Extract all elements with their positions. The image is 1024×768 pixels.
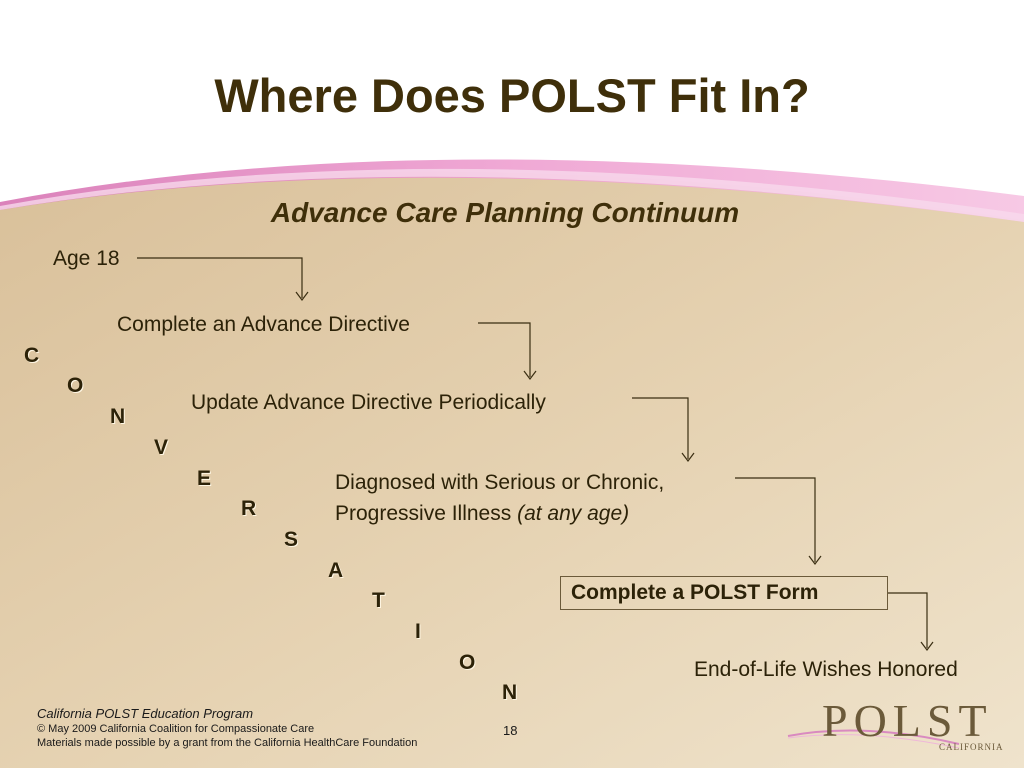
logo-text: POLST: [822, 695, 993, 746]
conversation-letter: T: [372, 589, 385, 612]
conversation-letter: O: [459, 651, 476, 674]
step-diagnosed-line-1: Diagnosed with Serious or Chronic,: [335, 471, 665, 494]
conversation-letter: N: [110, 405, 126, 428]
step-diagnosed-illness: Progressive Illness: [335, 502, 512, 525]
arrow-head: [523, 370, 537, 380]
step-age-18: Age 18: [53, 247, 120, 270]
page-number: 18: [503, 723, 518, 738]
arrow-connector: [478, 322, 531, 377]
conversation-letter: V: [154, 436, 169, 459]
conversation-letter: E: [197, 467, 212, 490]
arrow-connector: [888, 592, 928, 648]
arrow-connector: [632, 397, 689, 459]
logo-subtext: CALIFORNIA: [939, 742, 1004, 752]
conversation-letter: S: [284, 528, 299, 551]
conversation-letter: I: [415, 620, 421, 643]
logo-swoosh: [787, 729, 960, 749]
slide-title: Where Does POLST Fit In?: [214, 69, 810, 122]
conversation-letter: R: [241, 497, 257, 520]
slide-subtitle: Advance Care Planning Continuum: [270, 197, 740, 228]
polst-logo: POLST CALIFORNIA: [784, 694, 1009, 760]
footer-program: California POLST Education Program: [37, 706, 254, 721]
step-wishes-honored: End-of-Life Wishes Honored: [694, 658, 958, 681]
conversation-letter: N: [502, 681, 518, 704]
conversation-letter: O: [67, 374, 84, 397]
step-diagnosed-line-2: Progressive Illness (at any age): [335, 502, 629, 526]
footer-copyright: © May 2009 California Coalition for Comp…: [37, 723, 315, 735]
arrow-head: [681, 452, 695, 462]
step-update-advance-directive: Update Advance Directive Periodically: [191, 391, 546, 414]
step-diagnosed-age-note: (at any age): [517, 502, 630, 525]
arrow-connector: [735, 477, 816, 562]
arrow-head: [295, 291, 309, 301]
step-complete-advance-directive: Complete an Advance Directive: [117, 313, 410, 336]
polst-form-box: Complete a POLST Form: [560, 576, 888, 610]
arrow-head: [808, 555, 822, 565]
conversation-letter: C: [24, 344, 40, 367]
arrow-head: [920, 641, 934, 651]
arrow-connector: [137, 257, 303, 298]
conversation-letter: A: [328, 559, 344, 582]
footer-grant: Materials made possible by a grant from …: [37, 737, 418, 749]
